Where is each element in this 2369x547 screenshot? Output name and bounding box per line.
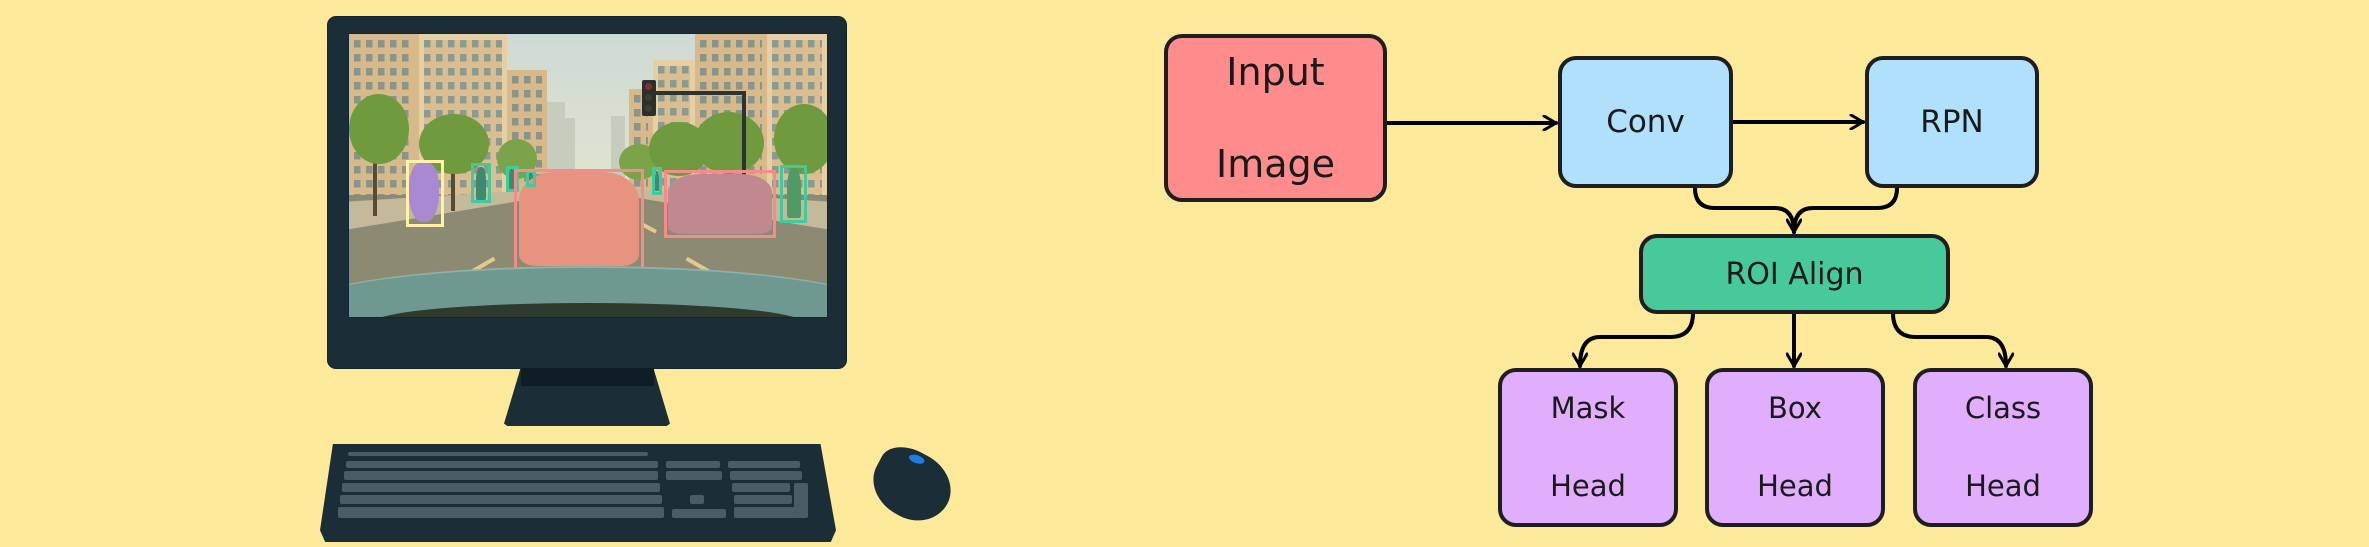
- building: [565, 118, 575, 188]
- node-label: Box: [1768, 391, 1822, 425]
- tree: [349, 94, 409, 164]
- detection-box-car: [664, 170, 776, 238]
- car-mask: [668, 174, 772, 234]
- tree-trunk: [451, 159, 455, 211]
- node-roi-align: ROI Align: [1639, 234, 1950, 314]
- detection-box-pedestrian: [780, 165, 807, 223]
- node-label: Image: [1215, 142, 1335, 186]
- node-label: ROI Align: [1725, 256, 1864, 292]
- monitor-screen: [348, 33, 828, 318]
- node-input-image: Input Image: [1164, 34, 1387, 202]
- pedestrian-mask: [787, 168, 801, 218]
- tree: [694, 112, 764, 174]
- node-label: Head: [1757, 469, 1833, 503]
- mouse: [861, 437, 963, 533]
- node-label: Mask: [1550, 391, 1626, 425]
- node-label: Conv: [1606, 104, 1685, 140]
- node-class-head: Class Head: [1913, 368, 2093, 527]
- edge-conv-roi: [1693, 186, 1794, 234]
- detection-box-pedestrian: [471, 163, 491, 203]
- mouse-scroll-wheel: [907, 452, 926, 466]
- cyclist-mask: [409, 162, 439, 222]
- node-label: Head: [1965, 469, 2041, 503]
- traffic-pole: [742, 91, 746, 201]
- car-mask: [519, 172, 639, 266]
- node-label: Head: [1550, 469, 1626, 503]
- monitor-stand-neck: [521, 368, 654, 386]
- detection-box-pedestrian: [506, 166, 519, 192]
- node-rpn: RPN: [1865, 56, 2039, 188]
- node-label: Class: [1964, 391, 2042, 425]
- tree-trunk: [373, 154, 377, 216]
- keyboard: [320, 444, 836, 542]
- traffic-light: [642, 80, 656, 116]
- edge-rpn-roi: [1792, 186, 1899, 234]
- node-mask-head: Mask Head: [1498, 368, 1678, 527]
- traffic-pole-arm: [654, 91, 746, 95]
- pedestrian-mask: [655, 171, 659, 191]
- pedestrian-mask: [509, 169, 515, 189]
- node-box-head: Box Head: [1705, 368, 1885, 527]
- node-label: Input: [1226, 50, 1325, 94]
- tree: [774, 104, 827, 174]
- node-conv: Conv: [1558, 56, 1733, 188]
- keyboard-keys: [338, 452, 812, 524]
- node-label: RPN: [1920, 104, 1984, 140]
- pedestrian-mask: [476, 167, 486, 200]
- dashboard: [372, 302, 804, 317]
- detection-box-car: [514, 169, 644, 270]
- monitor: [328, 17, 846, 368]
- detection-box-pedestrian: [652, 167, 662, 195]
- detection-box-cyclist: [406, 160, 444, 227]
